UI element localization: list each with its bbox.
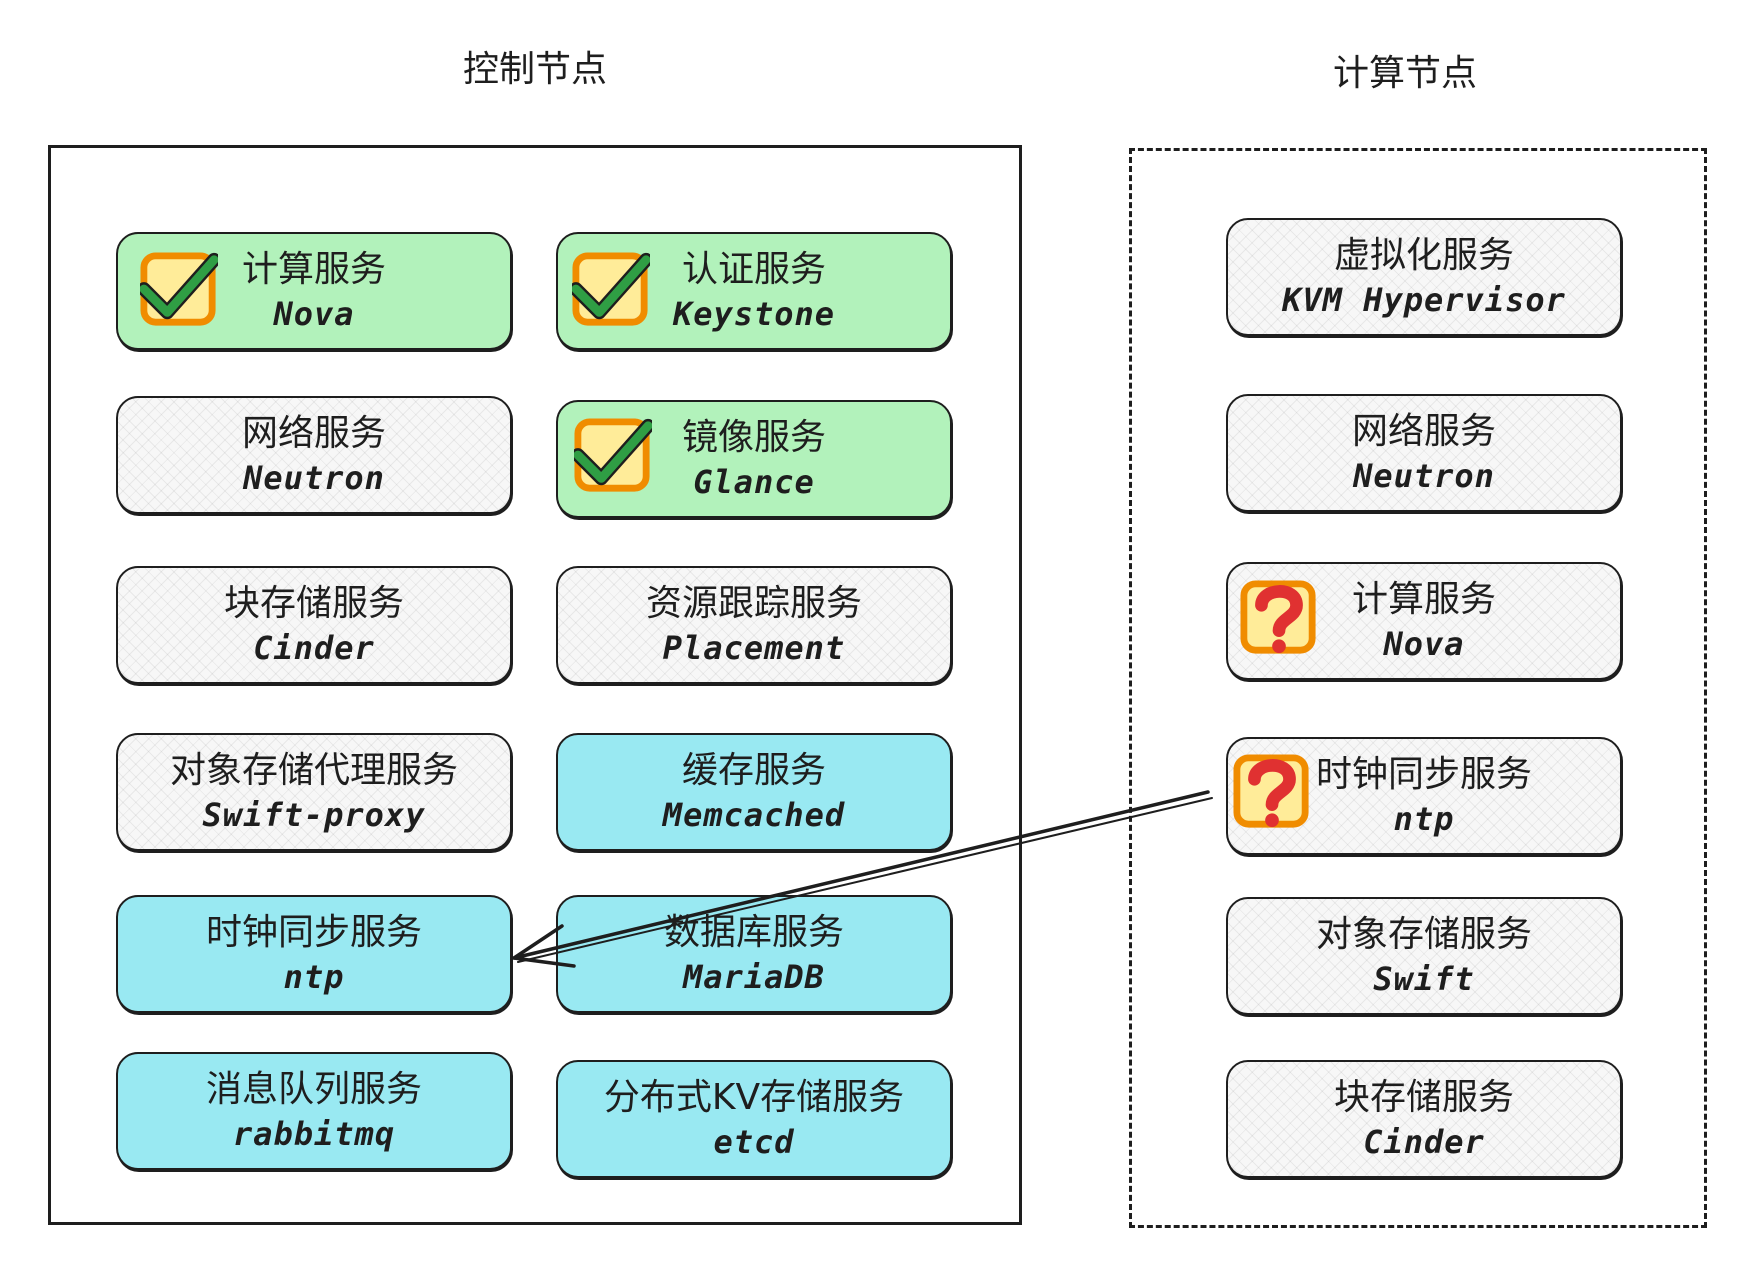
service-en-label: ntp [1393, 800, 1455, 838]
service-en-label: Nova [1383, 625, 1465, 663]
control-placement-card[interactable]: 资源跟踪服务 Placement [556, 566, 952, 684]
compute-node-panel [1129, 148, 1707, 1228]
control-ntp-card[interactable]: 时钟同步服务 ntp [116, 895, 512, 1013]
service-cn-label: 对象存储服务 [1315, 914, 1532, 955]
service-cn-label: 网络服务 [241, 413, 386, 454]
service-en-label: Swift [1373, 960, 1475, 998]
service-cn-label: 缓存服务 [681, 750, 826, 791]
service-en-label: Neutron [1353, 457, 1495, 495]
control-rabbitmq-card[interactable]: 消息队列服务 rabbitmq [116, 1052, 512, 1170]
service-en-label: Placement [662, 629, 846, 667]
service-cn-label: 计算服务 [241, 249, 386, 290]
service-en-label: KVM Hypervisor [1282, 281, 1566, 319]
service-en-label: Swift-proxy [202, 796, 426, 834]
compute-kvm-card[interactable]: 虚拟化服务 KVM Hypervisor [1226, 218, 1622, 336]
service-cn-label: 计算服务 [1351, 579, 1496, 620]
control-mariadb-card[interactable]: 数据库服务 MariaDB [556, 895, 952, 1013]
service-cn-label: 块存储服务 [1333, 1077, 1514, 1118]
service-en-label: Memcached [662, 796, 846, 834]
service-cn-label: 镜像服务 [681, 417, 826, 458]
check-icon [572, 252, 650, 326]
service-cn-label: 对象存储代理服务 [169, 750, 458, 791]
control-cinder-card[interactable]: 块存储服务 Cinder [116, 566, 512, 684]
service-en-label: Neutron [243, 459, 385, 497]
control-node-panel [48, 145, 1022, 1225]
compute-cinder-card[interactable]: 块存储服务 Cinder [1226, 1060, 1622, 1178]
service-en-label: Glance [693, 463, 815, 501]
compute-node-title: 计算节点 [1332, 53, 1477, 94]
compute-swift-card[interactable]: 对象存储服务 Swift [1226, 897, 1622, 1015]
service-cn-label: 块存储服务 [223, 583, 404, 624]
control-etcd-card[interactable]: 分布式KV存储服务 etcd [556, 1060, 952, 1178]
control-neutron-card[interactable]: 网络服务 Neutron [116, 396, 512, 514]
service-cn-label: 数据库服务 [663, 912, 844, 953]
service-en-label: Nova [273, 295, 355, 333]
question-icon [1240, 580, 1316, 654]
service-en-label: Cinder [253, 629, 375, 667]
service-en-label: MariaDB [683, 958, 825, 996]
service-cn-label: 时钟同步服务 [205, 912, 422, 953]
compute-neutron-card[interactable]: 网络服务 Neutron [1226, 394, 1622, 512]
control-swift-proxy-card[interactable]: 对象存储代理服务 Swift-proxy [116, 733, 512, 851]
control-node-title: 控制节点 [462, 49, 607, 90]
control-memcached-card[interactable]: 缓存服务 Memcached [556, 733, 952, 851]
service-en-label: Cinder [1363, 1123, 1485, 1161]
service-cn-label: 虚拟化服务 [1333, 235, 1514, 276]
service-cn-label: 消息队列服务 [205, 1069, 422, 1110]
question-icon [1233, 754, 1309, 828]
service-cn-label: 资源跟踪服务 [645, 583, 862, 624]
service-en-label: etcd [713, 1123, 795, 1161]
service-cn-label: 网络服务 [1351, 411, 1496, 452]
service-en-label: ntp [283, 958, 345, 996]
service-en-label: rabbitmq [232, 1115, 396, 1153]
service-cn-label: 认证服务 [681, 249, 826, 290]
service-cn-label: 分布式KV存储服务 [603, 1077, 905, 1118]
service-cn-label: 时钟同步服务 [1315, 754, 1532, 795]
service-en-label: Keystone [672, 295, 836, 333]
check-icon [574, 418, 652, 492]
check-icon [140, 252, 218, 326]
